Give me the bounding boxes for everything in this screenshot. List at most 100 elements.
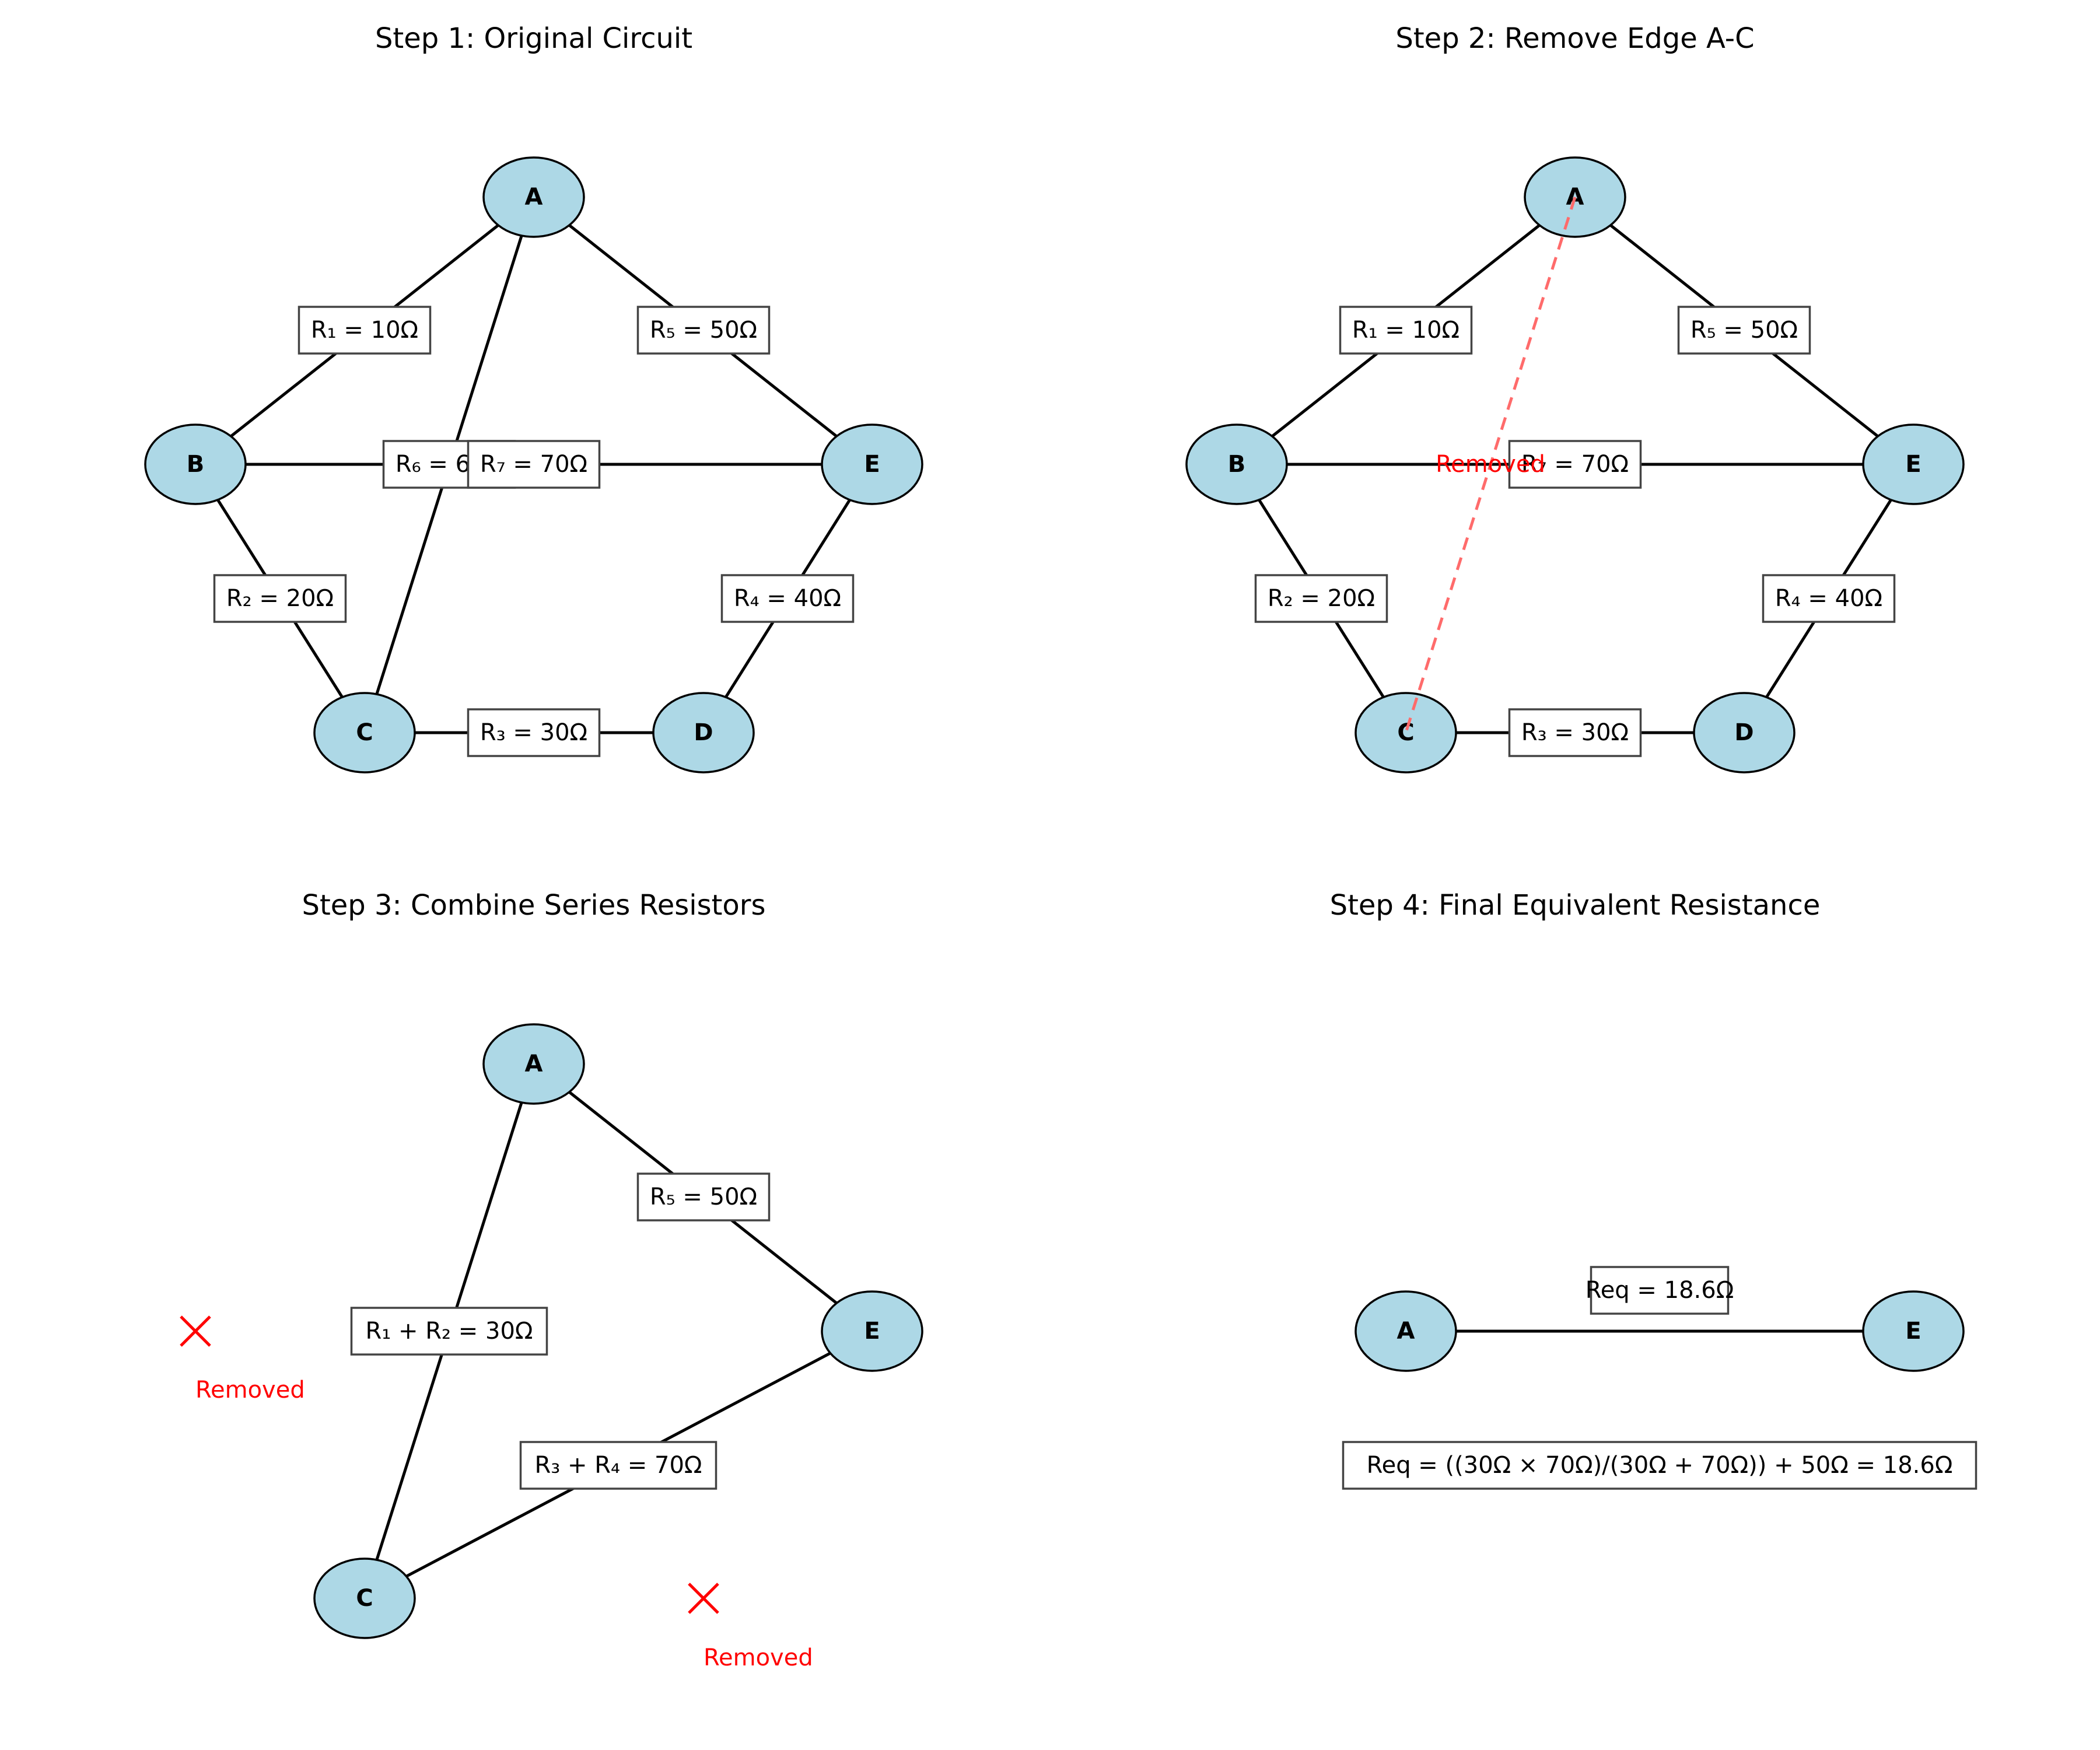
node-a-label: A bbox=[1566, 184, 1584, 211]
label-r3-box bbox=[467, 708, 601, 757]
label-formula-text: Req = ((30Ω × 70Ω)/(30Ω + 70Ω)) + 50Ω = … bbox=[1367, 1452, 1953, 1479]
label-r1-r2-text: R₁ + R₂ = 30Ω bbox=[365, 1318, 533, 1345]
node-e: E bbox=[821, 1290, 923, 1372]
node-b-circle bbox=[1185, 424, 1288, 505]
label-r3-text: R₃ = 30Ω bbox=[480, 719, 587, 746]
label-r3: R₃ = 30Ω bbox=[467, 708, 601, 757]
removed-node-b-x-icon bbox=[180, 1315, 211, 1347]
label-r3-box bbox=[1508, 708, 1642, 757]
node-d-label: D bbox=[1734, 719, 1754, 746]
label-r4-box bbox=[1762, 574, 1896, 623]
label-r7: R₇ = 70Ω bbox=[467, 440, 601, 489]
node-e-circle bbox=[821, 1290, 923, 1372]
node-b-label: B bbox=[1228, 451, 1246, 478]
label-req-text: Req = 18.6Ω bbox=[1586, 1277, 1734, 1304]
label-r2-text: R₂ = 20Ω bbox=[226, 585, 334, 612]
label-r3-r4: R₃ + R₄ = 70Ω bbox=[519, 1441, 718, 1490]
panel-step2: Step 2: Remove Edge A-C A B C D E R₁ = 10Ω R₂ =… bbox=[1185, 22, 1965, 774]
node-c-label: C bbox=[356, 1585, 373, 1612]
node-a-circle bbox=[1354, 1290, 1457, 1372]
node-b-label: B bbox=[187, 451, 205, 478]
node-a-label: A bbox=[525, 184, 543, 211]
node-d: D bbox=[652, 692, 755, 774]
label-r2: R₂ = 20Ω bbox=[213, 574, 347, 623]
label-r2-text: R₂ = 20Ω bbox=[1268, 585, 1375, 612]
label-r4: R₄ = 40Ω bbox=[720, 574, 855, 623]
panel-step3-title: Step 3: Combine Series Resistors bbox=[302, 889, 765, 922]
node-b-circle bbox=[144, 424, 247, 505]
node-a: A bbox=[1354, 1290, 1457, 1372]
label-r4-box bbox=[720, 574, 855, 623]
label-r5: R₅ = 50Ω bbox=[636, 306, 771, 355]
label-r7-text: R₇ = 70Ω bbox=[1521, 451, 1629, 478]
label-r5-box bbox=[636, 1172, 771, 1222]
node-a-circle bbox=[482, 1023, 585, 1105]
removed-node-d-label: Removed bbox=[704, 1644, 813, 1671]
label-r7-box bbox=[1508, 440, 1642, 489]
node-c-label: C bbox=[356, 719, 373, 746]
removed-edge-label: Removed bbox=[1436, 451, 1545, 478]
label-r4: R₄ = 40Ω bbox=[1762, 574, 1896, 623]
node-c: C bbox=[313, 1558, 416, 1639]
label-r3-text: R₃ = 30Ω bbox=[1521, 719, 1629, 746]
node-c-circle bbox=[313, 1558, 416, 1639]
node-e-circle bbox=[1862, 1290, 1965, 1372]
label-r1-text: R₁ = 10Ω bbox=[1352, 317, 1460, 344]
removed-edge-a-c bbox=[1404, 197, 1577, 733]
removed-node-d-x-icon bbox=[688, 1583, 719, 1614]
label-r5-text: R₅ = 50Ω bbox=[1690, 317, 1798, 344]
label-r1-box bbox=[298, 306, 432, 355]
label-r1-text: R₁ = 10Ω bbox=[311, 317, 418, 344]
label-r3-r4-box bbox=[519, 1441, 718, 1490]
panel-step2-title: Step 2: Remove Edge A-C bbox=[1395, 22, 1754, 55]
node-c-label: C bbox=[1397, 719, 1414, 746]
node-a-label: A bbox=[1397, 1318, 1415, 1345]
node-e: E bbox=[1862, 1290, 1965, 1372]
node-e-circle bbox=[1862, 424, 1965, 505]
node-c: C bbox=[1354, 692, 1457, 774]
node-e-label: E bbox=[1905, 1318, 1921, 1345]
label-r5-text: R₅ = 50Ω bbox=[650, 317, 757, 344]
label-r1-box bbox=[1339, 306, 1473, 355]
panel-step4-title: Step 4: Final Equivalent Resistance bbox=[1330, 889, 1821, 922]
label-r1-r2: R₁ + R₂ = 30Ω bbox=[350, 1307, 548, 1356]
node-b: B bbox=[1185, 424, 1288, 505]
node-c-circle bbox=[1354, 692, 1457, 774]
node-a-circle bbox=[482, 156, 585, 238]
label-r2: R₂ = 20Ω bbox=[1254, 574, 1388, 623]
label-r4-text: R₄ = 40Ω bbox=[734, 585, 841, 612]
label-req-box bbox=[1590, 1266, 1730, 1315]
removed-node-b-label: Removed bbox=[195, 1377, 305, 1404]
node-d-label: D bbox=[694, 719, 713, 746]
node-a: A bbox=[482, 1023, 585, 1105]
node-e: E bbox=[1862, 424, 1965, 505]
label-r5: R₅ = 50Ω bbox=[636, 1172, 771, 1222]
label-r1: R₁ = 10Ω bbox=[298, 306, 432, 355]
label-r4-text: R₄ = 40Ω bbox=[1775, 585, 1882, 612]
label-req: Req = 18.6Ω bbox=[1586, 1266, 1734, 1315]
node-e-circle bbox=[821, 424, 923, 505]
node-c-circle bbox=[313, 692, 416, 774]
node-d-circle bbox=[652, 692, 755, 774]
node-d-circle bbox=[1693, 692, 1796, 774]
node-b: B bbox=[144, 424, 247, 505]
node-e-label: E bbox=[864, 1318, 880, 1345]
label-formula: Req = ((30Ω × 70Ω)/(30Ω + 70Ω)) + 50Ω = … bbox=[1342, 1441, 1978, 1490]
label-r5-text: R₅ = 50Ω bbox=[650, 1184, 757, 1210]
label-r5-box bbox=[1677, 306, 1811, 355]
node-e: E bbox=[821, 424, 923, 505]
label-r5: R₅ = 50Ω bbox=[1677, 306, 1811, 355]
node-a: A bbox=[482, 156, 585, 238]
label-r3: R₃ = 30Ω bbox=[1508, 708, 1642, 757]
node-d: D bbox=[1693, 692, 1796, 774]
label-r7-box bbox=[467, 440, 601, 489]
label-formula-box bbox=[1342, 1441, 1978, 1490]
node-e-label: E bbox=[1905, 451, 1921, 478]
node-a-label: A bbox=[525, 1051, 543, 1077]
node-e-label: E bbox=[864, 451, 880, 478]
panel-step1-title: Step 1: Original Circuit bbox=[375, 22, 692, 55]
label-r1-r2-box bbox=[350, 1307, 548, 1356]
